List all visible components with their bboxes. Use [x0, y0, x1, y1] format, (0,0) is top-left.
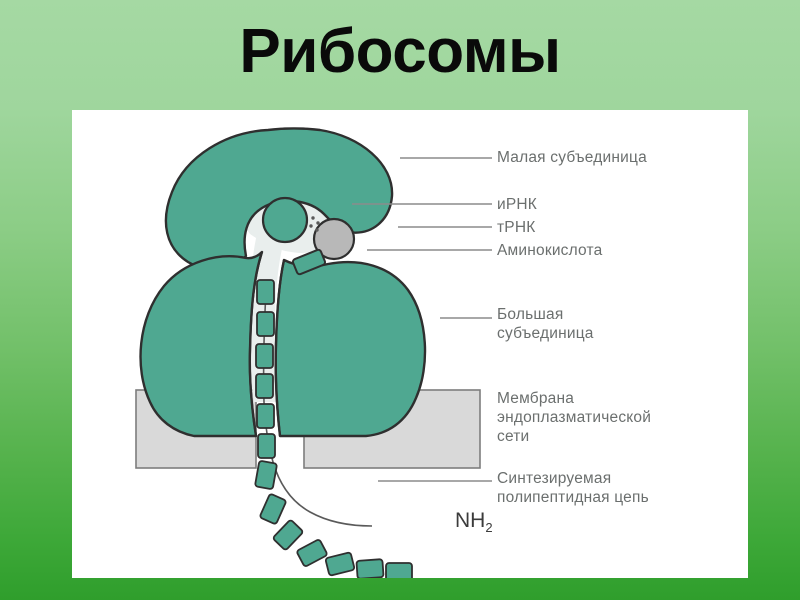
page-title: Рибосомы [239, 17, 561, 86]
label-small-subunit: Малая субъединица [497, 149, 647, 166]
label-large-subunit: Большая субъединица [497, 306, 594, 342]
mrna-circle [261, 196, 309, 244]
label-trna: тРНК [497, 219, 536, 236]
amino-acid-block [292, 248, 326, 276]
label-mrna: иРНК [497, 196, 538, 213]
large-subunit-left-lobe [139, 250, 264, 438]
label-nh2-terminus: NH2 [455, 509, 493, 535]
ribosome-diagram [135, 127, 492, 578]
figure-panel: Малая субъединица иРНК тРНК Аминокислота… [72, 110, 748, 578]
leader-lines [352, 157, 492, 482]
label-polypeptide-chain: Синтезируемая полипептидная цепь [497, 470, 649, 506]
label-amino-acid: Аминокислота [497, 242, 603, 259]
label-er-membrane: Мембрана эндоплазматической сети [497, 390, 652, 445]
large-subunit-right-lobe [274, 258, 427, 438]
nh2-subscript: 2 [485, 520, 493, 536]
ribosome-binding-dots [309, 216, 320, 232]
polypeptide-chain [254, 279, 413, 578]
channel-outline [248, 251, 286, 437]
nh2-text: NH [455, 509, 486, 532]
trna-circle [312, 217, 356, 261]
